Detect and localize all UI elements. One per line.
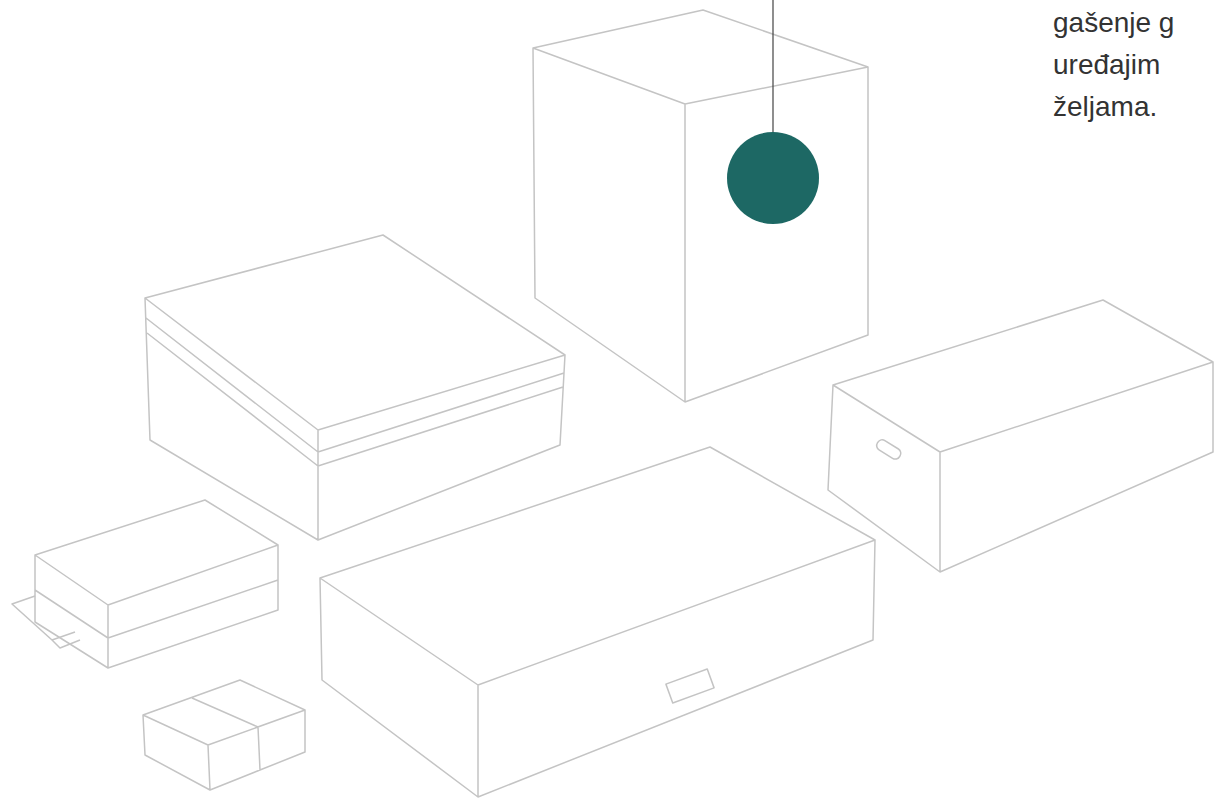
flat-box [320, 447, 875, 797]
handle-box [828, 300, 1213, 572]
note-text: željama. [1053, 90, 1157, 124]
lidded-box [145, 235, 565, 540]
small-boxes [143, 680, 305, 790]
handle-slot [666, 669, 714, 703]
note-text: gašenje g [1053, 6, 1174, 40]
drawer-tab [12, 596, 80, 648]
box-outlines [12, 10, 1213, 797]
leader-line [772, 0, 773, 133]
tall-box [533, 10, 868, 402]
note-text: uređajim [1053, 48, 1160, 82]
marker-dot [727, 132, 819, 224]
handle-slot [875, 438, 903, 461]
